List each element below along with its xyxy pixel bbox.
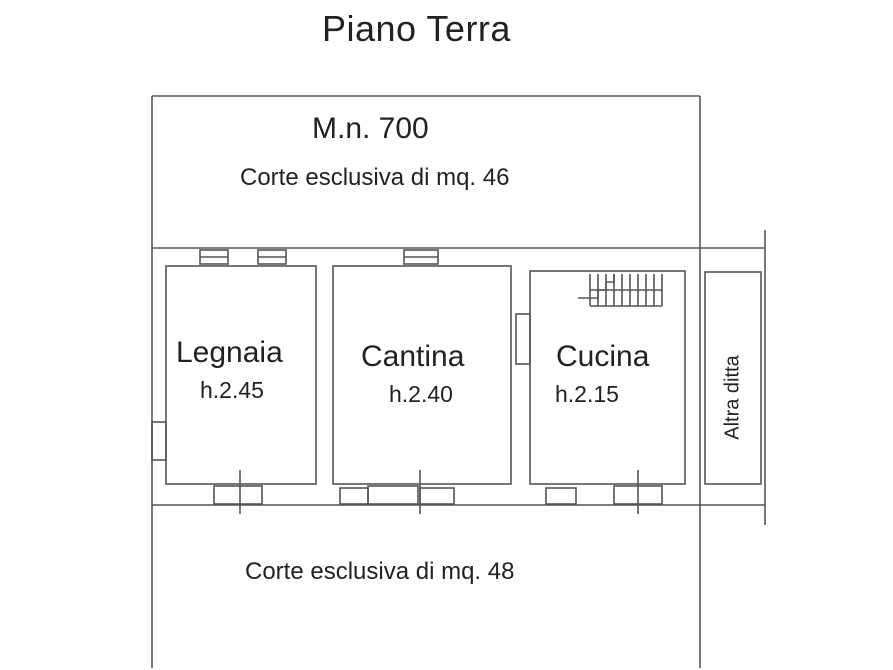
courtyard-bottom-label: Corte esclusiva di mq. 48 — [245, 558, 515, 585]
door-bottom-1 — [213, 485, 263, 505]
room-cucina-name: Cucina — [556, 340, 650, 373]
door-bottom-3 — [367, 485, 419, 505]
room-cucina-height: h.2.15 — [555, 381, 619, 407]
door-bottom-5 — [545, 487, 577, 505]
room-cantina-outline — [332, 265, 512, 485]
side-opening-cucina — [515, 313, 531, 365]
room-legnaia-name: Legnaia — [176, 336, 283, 369]
neighbor-label-box: Altra ditta — [707, 330, 759, 464]
room-legnaia-outline — [165, 265, 317, 485]
staircase-symbol — [578, 274, 663, 307]
room-cantina-name: Cantina — [361, 340, 465, 373]
neighbor-outline — [704, 271, 762, 485]
side-opening-left — [151, 421, 167, 461]
neighbor-label: Altra ditta — [721, 354, 744, 440]
plan-title: Piano Terra — [322, 8, 511, 49]
room-cantina-height: h.2.40 — [389, 381, 453, 407]
courtyard-top-label: Corte esclusiva di mq. 46 — [240, 164, 510, 191]
door-bottom-4 — [419, 487, 455, 505]
door-bottom-2 — [339, 487, 369, 505]
parcel-number: M.n. 700 — [312, 112, 429, 145]
room-legnaia-height: h.2.45 — [200, 377, 264, 403]
room-cucina-outline — [529, 270, 686, 485]
